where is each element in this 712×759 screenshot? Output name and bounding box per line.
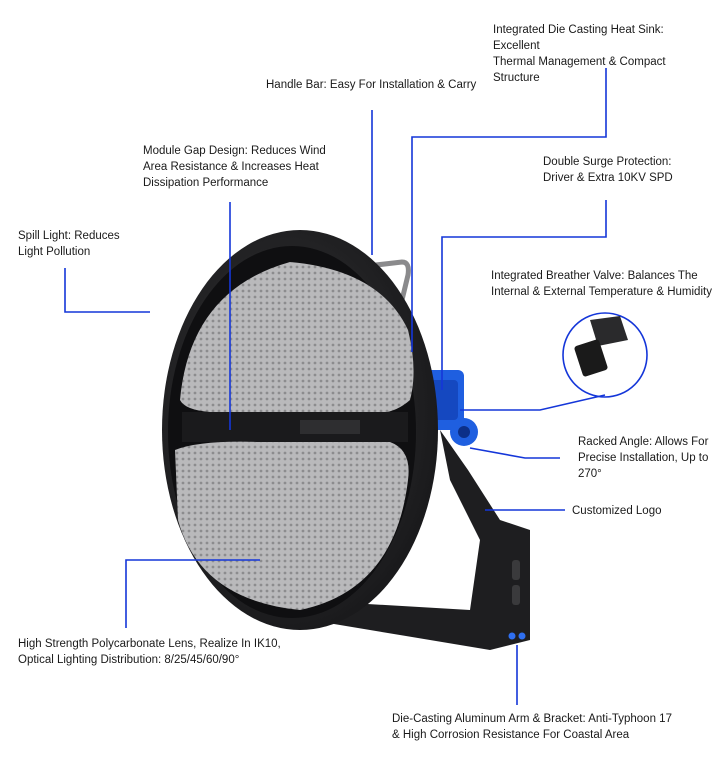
callout-angle-line1: Racked Angle: Allows For bbox=[578, 436, 709, 448]
breather-valve-inset bbox=[562, 312, 648, 398]
callout-spill-line1: Spill Light: Reduces bbox=[18, 230, 120, 242]
callout-logo: Customized Logo bbox=[572, 503, 662, 519]
callout-spill-line2: Light Pollution bbox=[18, 246, 91, 258]
callout-handle-line1: Handle Bar: Easy For Installation & Carr… bbox=[266, 79, 477, 91]
callout-angle: Racked Angle: Allows For Precise Install… bbox=[578, 434, 708, 482]
callout-module-gap-line2: Area Resistance & Increases Heat bbox=[143, 161, 319, 173]
callout-heat-sink-line1: Integrated Die Casting Heat Sink: Excell… bbox=[493, 24, 664, 52]
callout-heat-sink: Integrated Die Casting Heat Sink: Excell… bbox=[493, 22, 712, 86]
callout-surge-line2: Driver & Extra 10KV SPD bbox=[543, 172, 673, 184]
callout-spill: Spill Light: Reduces Light Pollution bbox=[18, 228, 120, 260]
callout-surge-line1: Double Surge Protection: bbox=[543, 156, 672, 168]
callout-module-gap-line1: Module Gap Design: Reduces Wind bbox=[143, 145, 326, 157]
callout-breather-line1: Integrated Breather Valve: Balances The bbox=[491, 270, 698, 282]
callout-lens-line2: Optical Lighting Distribution: 8/25/45/6… bbox=[18, 654, 240, 666]
callout-arm-line2: & High Corrosion Resistance For Coastal … bbox=[392, 729, 630, 741]
callout-surge: Double Surge Protection: Driver & Extra … bbox=[543, 154, 673, 186]
bracket-arm bbox=[300, 430, 530, 650]
callout-logo-line1: Customized Logo bbox=[572, 505, 662, 517]
lower-lens-module bbox=[175, 441, 409, 610]
callout-arm: Die-Casting Aluminum Arm & Bracket: Anti… bbox=[392, 711, 672, 743]
module-gap bbox=[182, 412, 408, 442]
leader-lines bbox=[64, 68, 607, 705]
callout-angle-line3: 270° bbox=[578, 468, 602, 480]
upper-lens-module bbox=[180, 262, 414, 414]
callout-module-gap: Module Gap Design: Reduces Wind Area Res… bbox=[143, 143, 326, 191]
callout-breather-line2: Internal & External Temperature & Humidi… bbox=[491, 286, 712, 298]
callout-handle: Handle Bar: Easy For Installation & Carr… bbox=[266, 77, 476, 93]
callout-breather: Integrated Breather Valve: Balances The … bbox=[491, 268, 712, 300]
callout-arm-line1: Die-Casting Aluminum Arm & Bracket: Anti… bbox=[392, 713, 672, 725]
callout-heat-sink-line2: Thermal Management & Compact Structure bbox=[493, 56, 666, 84]
callout-angle-line2: Precise Installation, Up to bbox=[578, 452, 709, 464]
callout-lens-line1: High Strength Polycarbonate Lens, Realiz… bbox=[18, 638, 281, 650]
callout-module-gap-line3: Dissipation Performance bbox=[143, 177, 269, 189]
callout-lens: High Strength Polycarbonate Lens, Realiz… bbox=[18, 636, 281, 668]
